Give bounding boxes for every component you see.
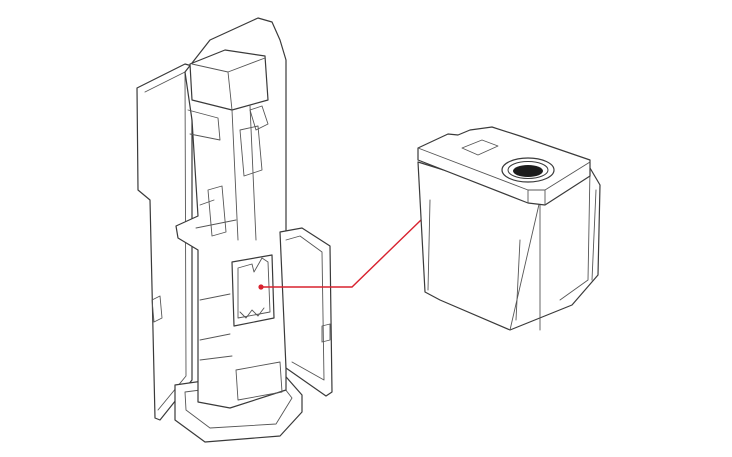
right-door-panel — [279, 227, 333, 397]
dust-bag — [417, 126, 601, 331]
bag-opening-hole — [513, 165, 543, 177]
left-door-panel — [136, 63, 193, 421]
callout-leader — [258, 219, 422, 290]
bag-tab — [461, 139, 499, 156]
callout-line — [261, 219, 422, 288]
station-unit — [136, 17, 333, 443]
